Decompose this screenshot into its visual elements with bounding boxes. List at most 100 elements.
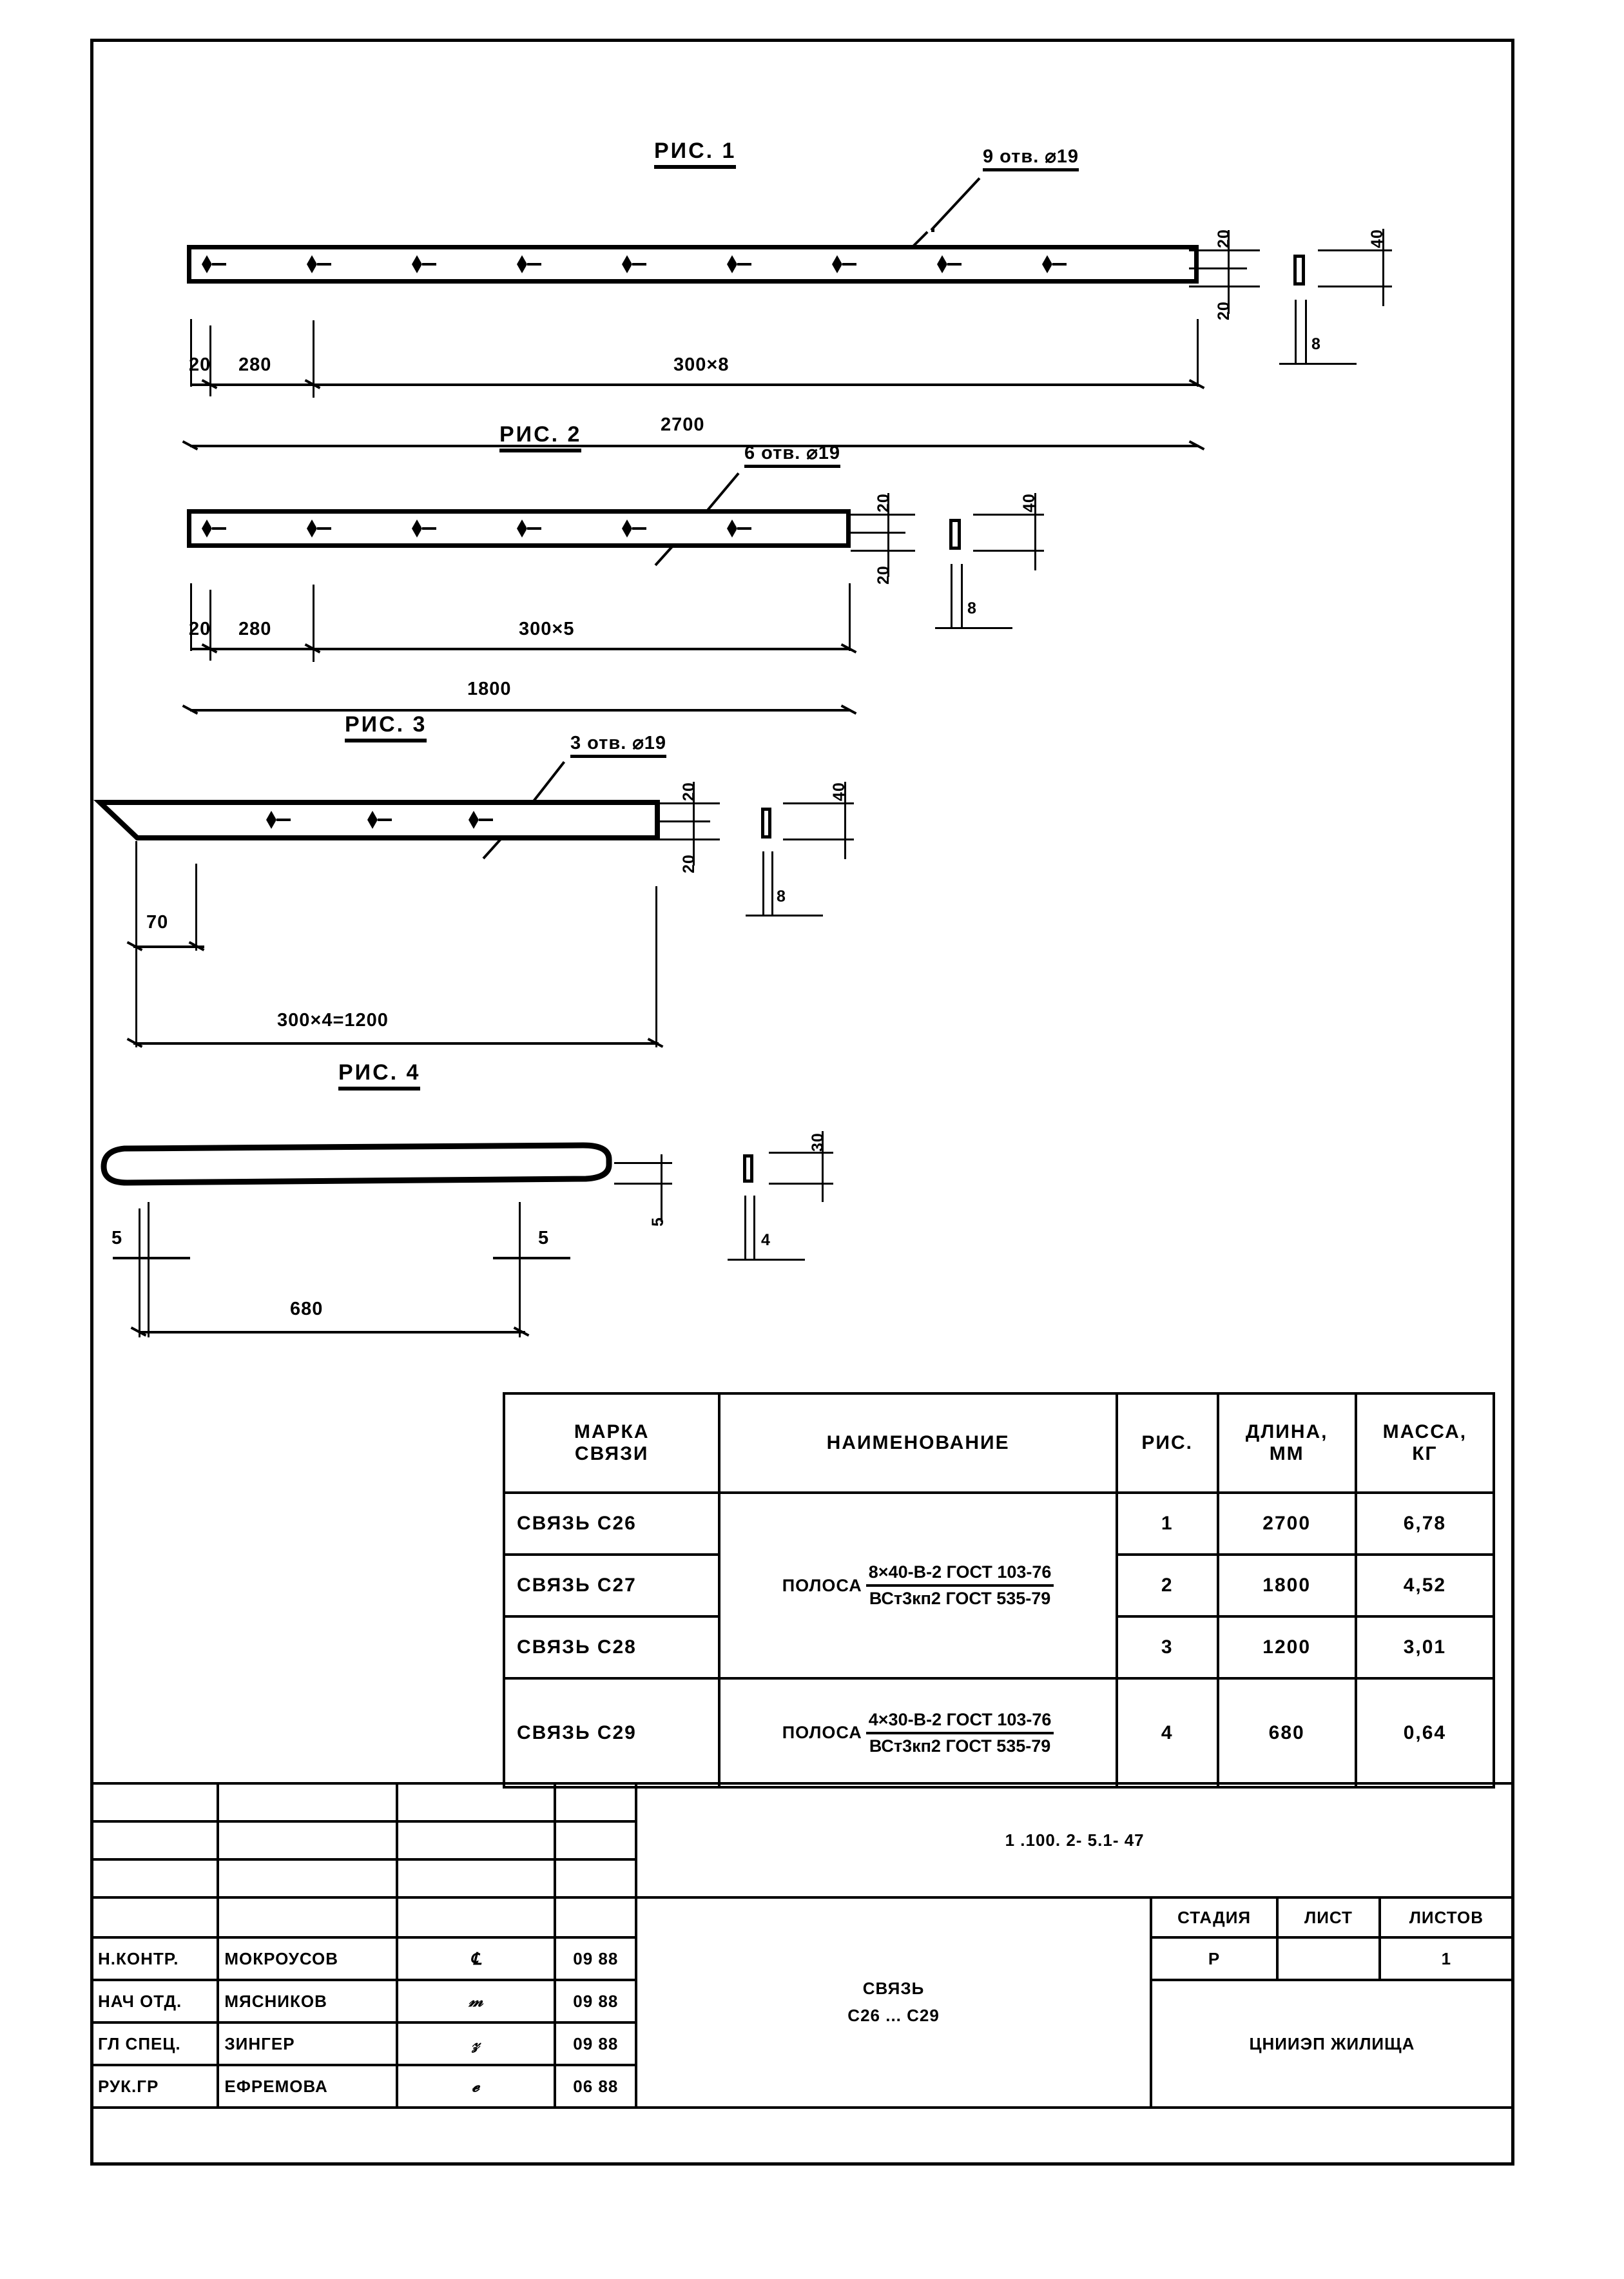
title-block-row: СВЯЗЬ С26 ... С29 СТАДИЯ ЛИСТ ЛИСТОВ bbox=[90, 1896, 1515, 2109]
spec-row-2-mark: СВЯЗЬ С28 bbox=[502, 1615, 721, 1680]
figure-3-edge-view bbox=[761, 808, 771, 839]
signatory-name-0: МОКРОУСОВ bbox=[217, 1936, 399, 1981]
spec-row-2-length: 1200 bbox=[1216, 1615, 1357, 1680]
title-block-revision-row bbox=[90, 1820, 1513, 1861]
figure-2-dim-width: 40 bbox=[1020, 493, 1038, 512]
spec-header-length-line1: ДЛИНА, bbox=[1245, 1421, 1328, 1442]
spec-row-0-fig: 1 bbox=[1115, 1491, 1219, 1556]
sheets-value: 1 bbox=[1378, 1936, 1515, 1981]
figure-2-edge-view bbox=[949, 519, 961, 550]
signatory-role-0: Н.КОНТР. bbox=[90, 1936, 220, 1981]
spec-header-mark-line2: СВЯЗИ bbox=[574, 1443, 649, 1464]
figure-1-dim-edge: 20 bbox=[189, 354, 211, 375]
title-block-signatory-row: НАЧ ОТД. МЯСНИКОВ 𝓂 09 88 ЦНИИЭП ЖИЛИЩА bbox=[90, 1979, 1515, 2109]
spec-header-mark: МАРКА СВЯЗИ bbox=[502, 1392, 721, 1494]
figure-1-title: РИС. 1 bbox=[654, 139, 737, 169]
spec-material-a-numerator: 8×40-В-2 ГОСТ 103-76 bbox=[865, 1562, 1054, 1587]
revision-cell bbox=[396, 1896, 557, 1939]
spec-material-b-numerator: 4×30-В-2 ГОСТ 103-76 bbox=[865, 1710, 1054, 1734]
title-block-signatory-row: РУК.ГР ЕФРЕМОВА 𝓮 06 88 bbox=[90, 2064, 1513, 2109]
signatory-date-3: 06 88 bbox=[554, 2064, 638, 2109]
spec-row-1-mass: 4,52 bbox=[1354, 1553, 1496, 1618]
revision-cell bbox=[90, 1896, 220, 1939]
title-block-revision-row bbox=[90, 1858, 1513, 1899]
signatory-date-0: 09 88 bbox=[554, 1936, 638, 1981]
signatory-role-2: ГЛ СПЕЦ. bbox=[90, 2021, 220, 2066]
figure-2-dim-spacing: 300×5 bbox=[519, 619, 575, 639]
spec-material-a-label: ПОЛОСА bbox=[782, 1575, 862, 1595]
figure-4-dim-width: 30 bbox=[809, 1132, 827, 1152]
title-block-signatory-row: ГЛ СПЕЦ. ЗИНГЕР 𝓏 09 88 bbox=[90, 2021, 1513, 2066]
spec-row-3-mark: СВЯЗЬ С29 bbox=[502, 1677, 721, 1789]
spec-material-a-denominator: ВСт3кп2 ГОСТ 535-79 bbox=[869, 1589, 1051, 1608]
spec-row-1-length: 1800 bbox=[1216, 1553, 1357, 1618]
figure-1-dim-sect-bottom: 20 bbox=[1215, 301, 1233, 320]
spec-material-b-denominator: ВСт3кп2 ГОСТ 535-79 bbox=[869, 1736, 1051, 1756]
sheets-header: ЛИСТОВ bbox=[1378, 1896, 1515, 1939]
figure-2-dim-thickness: 8 bbox=[967, 599, 977, 617]
signatory-name-1: МЯСНИКОВ bbox=[217, 1979, 399, 2024]
spec-header-name: НАИМЕНОВАНИЕ bbox=[718, 1392, 1118, 1494]
signatory-date-2: 09 88 bbox=[554, 2021, 638, 2066]
spec-header-row: МАРКА СВЯЗИ НАИМЕНОВАНИЕ РИС. ДЛИНА, ММ … bbox=[502, 1392, 1496, 1494]
figure-1-dim-pitch: 280 bbox=[238, 354, 272, 375]
figure-1-dim-sect-top: 20 bbox=[1215, 229, 1233, 248]
spec-row-2-mass: 3,01 bbox=[1354, 1615, 1496, 1680]
figure-2-dim-edge: 20 bbox=[189, 619, 211, 639]
spec-row-1-mark: СВЯЗЬ С27 bbox=[502, 1553, 721, 1618]
signatory-name-2: ЗИНГЕР bbox=[217, 2021, 399, 2066]
sheet-header: ЛИСТ bbox=[1276, 1896, 1381, 1939]
table-row: СВЯЗЬ С26 ПОЛОСА 8×40-В-2 ГОСТ 103-76 ВС… bbox=[502, 1491, 1496, 1680]
figure-4-title: РИС. 4 bbox=[338, 1060, 421, 1091]
sheet-title-line2: С26 ... С29 bbox=[847, 2006, 940, 2025]
drawing-sheet-border: РИС. 1 9 отв. ⌀19 20 20 40 bbox=[90, 39, 1515, 2166]
signature-1: 𝓂 bbox=[396, 1979, 557, 2024]
figure-3-dim-width: 40 bbox=[830, 782, 848, 801]
signature-0: ℄ bbox=[396, 1936, 557, 1981]
sheet-value bbox=[1276, 1936, 1381, 1981]
spec-row-0-length: 2700 bbox=[1216, 1491, 1357, 1556]
title-block: 1 .100. 2- 5.1- 47 СВЯЗЬ С26 ... С29 СТА… bbox=[90, 1782, 1515, 2109]
signature-3: 𝓮 bbox=[396, 2064, 557, 2109]
figure-3-dim-spacing: 300×4=1200 bbox=[277, 1010, 389, 1031]
sheet-title: СВЯЗЬ С26 ... С29 bbox=[635, 1896, 1152, 2109]
spec-material-b-label: ПОЛОСА bbox=[782, 1723, 862, 1742]
signatory-role-1: НАЧ ОТД. bbox=[90, 1979, 220, 2024]
figure-2-dim-sect-top: 20 bbox=[875, 493, 893, 512]
figure-4-dim-overall: 680 bbox=[290, 1299, 324, 1319]
spec-row-0-mark: СВЯЗЬ С26 bbox=[502, 1491, 721, 1556]
title-block-signatory-row: Н.КОНТР. МОКРОУСОВ ℄ 09 88 Р 1 bbox=[90, 1936, 1515, 1981]
stage-value: Р bbox=[1149, 1936, 1279, 1981]
spec-row-3-fig: 4 bbox=[1115, 1677, 1219, 1789]
figure-1-dim-width: 40 bbox=[1368, 229, 1386, 248]
revision-cell bbox=[217, 1858, 399, 1899]
figure-3-dim-sect-bottom: 20 bbox=[680, 854, 698, 873]
revision-cell bbox=[90, 1820, 220, 1861]
revision-cell bbox=[554, 1896, 638, 1939]
signatory-date-1: 09 88 bbox=[554, 1979, 638, 2024]
figure-3-callout-label: 3 отв. ⌀19 bbox=[570, 732, 667, 758]
organization-name: ЦНИИЭП ЖИЛИЩА bbox=[1149, 1979, 1515, 2109]
table-row: СВЯЗЬ С27 2 1800 4,52 bbox=[502, 1553, 1496, 1618]
table-row: СВЯЗЬ С28 3 1200 3,01 bbox=[502, 1615, 1496, 1680]
figure-1-edge-view bbox=[1293, 255, 1305, 286]
spec-header-length-line2: ММ bbox=[1269, 1443, 1304, 1464]
figure-1-callout-label: 9 отв. ⌀19 bbox=[983, 145, 1079, 171]
figure-3-dim-sect-top: 20 bbox=[680, 782, 698, 801]
revision-cell bbox=[554, 1820, 638, 1861]
figure-4-edge-view bbox=[743, 1154, 753, 1183]
figure-4-dim-thickness: 4 bbox=[761, 1231, 771, 1249]
table-row: СВЯЗЬ С29 ПОЛОСА 4×30-В-2 ГОСТ 103-76 ВС… bbox=[502, 1677, 1496, 1789]
figure-1-plate bbox=[187, 245, 1199, 284]
sheet-title-line1: СВЯЗЬ bbox=[862, 1979, 925, 1999]
specification-table: МАРКА СВЯЗИ НАИМЕНОВАНИЕ РИС. ДЛИНА, ММ … bbox=[502, 1392, 1496, 1789]
spec-material-a: ПОЛОСА 8×40-В-2 ГОСТ 103-76 ВСт3кп2 ГОСТ… bbox=[718, 1491, 1118, 1680]
spec-row-3-length: 680 bbox=[1216, 1677, 1357, 1789]
signatory-name-3: ЕФРЕМОВА bbox=[217, 2064, 399, 2109]
revision-cell bbox=[90, 1858, 220, 1899]
spec-header-length: ДЛИНА, ММ bbox=[1216, 1392, 1357, 1494]
figure-1-dim-spacing: 300×8 bbox=[673, 354, 730, 375]
figure-3-plate bbox=[93, 800, 660, 840]
figure-2-dim-overall: 1800 bbox=[467, 679, 512, 699]
figure-4-dim-left: 5 bbox=[111, 1228, 123, 1248]
